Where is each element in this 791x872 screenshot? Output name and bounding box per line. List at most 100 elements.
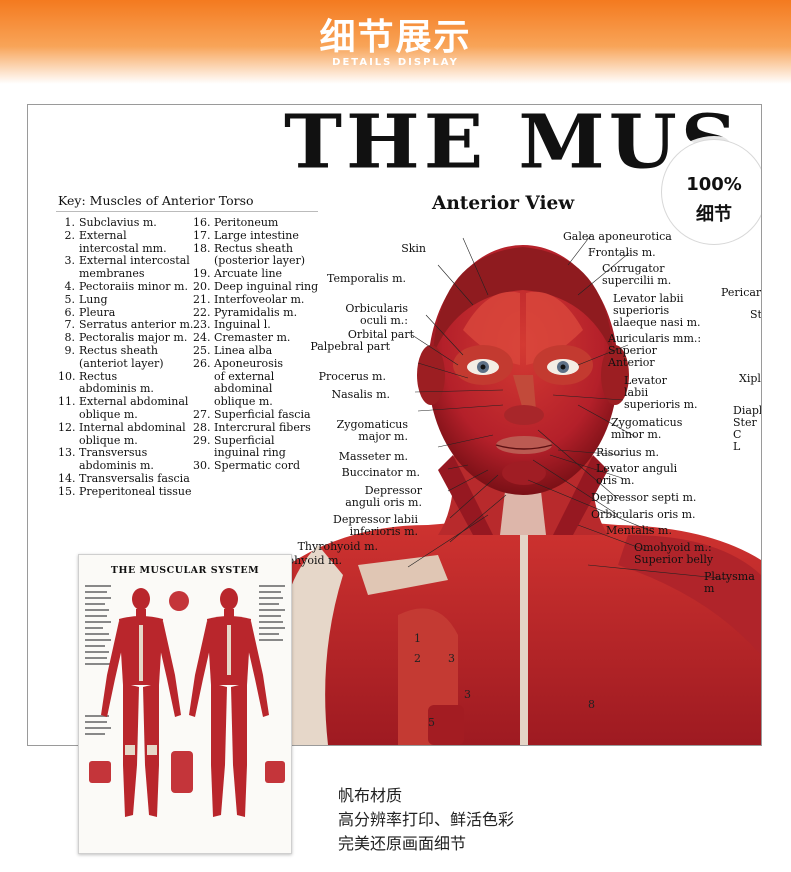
key-item: 22.Pyramidalis m. <box>193 305 318 320</box>
key-title: Key: Muscles of Anterior Torso <box>58 193 254 208</box>
label-levator-labii: Levator labii superioris m. <box>624 374 698 411</box>
label-procerus: Procerus m. <box>318 370 386 383</box>
key-item-number: 6. <box>64 305 76 319</box>
key-item-number: 8. <box>64 331 76 345</box>
key-item-text: Superficial fascia <box>214 407 311 421</box>
anterior-view-title: Anterior View <box>432 193 575 214</box>
key-item: 29.Superficial inguinal ring <box>193 433 318 461</box>
key-item-number: 26. <box>193 356 211 370</box>
label-sternum-cut: St <box>750 308 762 321</box>
label-zygomaticus-minor: Zygomaticus minor m. <box>611 416 683 441</box>
key-item: 7.Serratus anterior m. <box>58 318 194 332</box>
key-item-number: 19. <box>193 267 211 281</box>
label-nasalis: Nasalis m. <box>331 388 391 401</box>
product-caption: 帆布材质 高分辨率打印、鲜活色彩 完美还原画面细节 <box>338 784 514 856</box>
label-skin: Skin <box>401 242 426 255</box>
key-item-number: 30. <box>193 459 211 473</box>
key-item-text: Cremaster m. <box>214 331 291 345</box>
key-item-text: Peritoneum <box>214 216 279 229</box>
label-frontalis: Frontalis m. <box>588 246 656 259</box>
anatomy-illustration <box>288 235 761 745</box>
caption-line-1: 帆布材质 <box>338 786 403 805</box>
key-item-text: Pyramidalis m. <box>214 305 298 319</box>
banner-title: 细节展示 <box>319 17 472 58</box>
key-item: 1.Subclavius m. <box>58 216 193 230</box>
header-banner: 细节展示 DETAILS DISPLAY <box>0 0 791 84</box>
key-item-text: Pectoraiis minor m. <box>79 279 188 293</box>
label-orbicularis-oris: Orbicularis oris m. <box>591 508 696 521</box>
key-item-text: Serratus anterior m. <box>79 318 194 332</box>
badge-label: 细节 <box>696 204 732 225</box>
zoom-badge: 100% 细节 <box>661 139 761 245</box>
key-column-1: 1.Subclavius m.2.External intercostal mm… <box>58 216 194 499</box>
key-item-text: Lung <box>79 292 108 306</box>
key-item-text: Internal abdominal oblique m. <box>79 420 186 447</box>
label-orbicularis-oculi: Orbicularis oculi m.: <box>345 302 408 327</box>
key-item-number: 22. <box>193 305 211 319</box>
key-item: 11.External abdominal oblique m. <box>58 395 193 422</box>
label-palpebral-part: Palpebral part <box>310 340 390 353</box>
poster-thumbnail: THE MUSCULAR SYSTEM <box>78 554 292 854</box>
label-orbital-part: Orbital part <box>347 328 414 341</box>
key-item-text: Superficial inguinal ring <box>214 433 286 460</box>
key-item: 20.Deep inguinal ring <box>193 280 318 294</box>
torso-number: 8 <box>588 698 595 711</box>
label-pericardium-cut: Pericard <box>721 286 762 299</box>
key-item-number: 21. <box>193 292 211 306</box>
key-item-number: 12. <box>58 420 76 434</box>
key-item: 21.Interfoveolar m. <box>193 292 318 307</box>
banner-subtitle: DETAILS DISPLAY <box>332 57 459 68</box>
key-item: 18.Rectus sheath (posterior layer) <box>193 241 318 269</box>
label-omohyoid: Omohyoid m.: Superior belly <box>634 541 714 566</box>
key-item-text: Pectoralis major m. <box>79 331 188 345</box>
key-item-text: Rectus sheath (posterior layer) <box>214 241 306 268</box>
key-item-number: 15. <box>58 484 76 498</box>
key-item: 14.Transversalis fascia <box>58 472 193 486</box>
key-item-text: Preperitoneal tissue <box>79 484 192 498</box>
key-item-number: 27. <box>193 407 211 421</box>
torso-number: 1 <box>414 632 421 645</box>
label-buccinator: Buccinator m. <box>341 466 420 479</box>
key-item-text: External intercostal membranes <box>79 254 190 281</box>
key-item-number: 5. <box>64 292 76 306</box>
thumbnail-title: THE MUSCULAR SYSTEM <box>110 565 260 576</box>
torso-number: 3 <box>448 652 455 665</box>
key-item: 3.External intercostal membranes <box>58 255 193 281</box>
key-item: 4.Pectoraiis minor m. <box>58 279 193 294</box>
key-divider <box>56 211 318 212</box>
key-item: 12.Internal abdominal oblique m. <box>58 420 193 448</box>
label-thyrohyoid: Thyrohyoid m. <box>297 540 378 553</box>
key-item-text: Spermatic cord <box>214 459 301 473</box>
key-item-text: Intercrural fibers <box>214 420 311 434</box>
label-corrugator: Corrugator supercilii m. <box>602 262 672 287</box>
key-item-number: 24. <box>193 331 211 345</box>
key-item: 2.External intercostal mm. <box>58 228 193 256</box>
key-item-number: 9. <box>64 343 76 357</box>
key-item: 26.Aponeurosis of external abdominal obl… <box>193 356 318 409</box>
key-item: 23.Inguinal l. <box>193 319 318 332</box>
key-item-number: 1. <box>64 216 76 229</box>
label-platysma: Platysma m <box>704 570 755 595</box>
torso-number: 3 <box>464 688 471 701</box>
caption-line-3: 完美还原画面细节 <box>338 834 467 853</box>
label-hyoid-cut: ohyoid m. <box>287 554 342 567</box>
key-item: 8.Pectoralis major m. <box>58 331 193 345</box>
key-item-text: Transversus abdominis m. <box>79 446 154 473</box>
label-mentalis: Mentalis m. <box>606 524 672 537</box>
key-item: 13.Transversus abdominis m. <box>58 447 193 473</box>
key-item-number: 13. <box>58 446 76 460</box>
key-item: 16.Peritoneum <box>193 216 318 230</box>
key-item: 17.Large intestine <box>193 229 318 243</box>
label-galea: Galea aponeurotica <box>563 230 672 243</box>
label-xiphoid-cut: Xipl <box>739 372 761 385</box>
key-item-text: Interfoveolar m. <box>214 292 305 306</box>
poster-big-title: THE MUS <box>284 104 742 186</box>
key-item-number: 7. <box>64 318 76 332</box>
key-item: 27.Superficial fascia <box>193 407 318 422</box>
key-item-text: Arcuate line <box>214 267 283 281</box>
key-item-number: 2. <box>64 228 76 242</box>
label-temporalis: Temporalis m. <box>326 272 406 285</box>
key-item-text: Subclavius m. <box>79 216 157 229</box>
key-item-text: Linea alba <box>214 343 273 357</box>
